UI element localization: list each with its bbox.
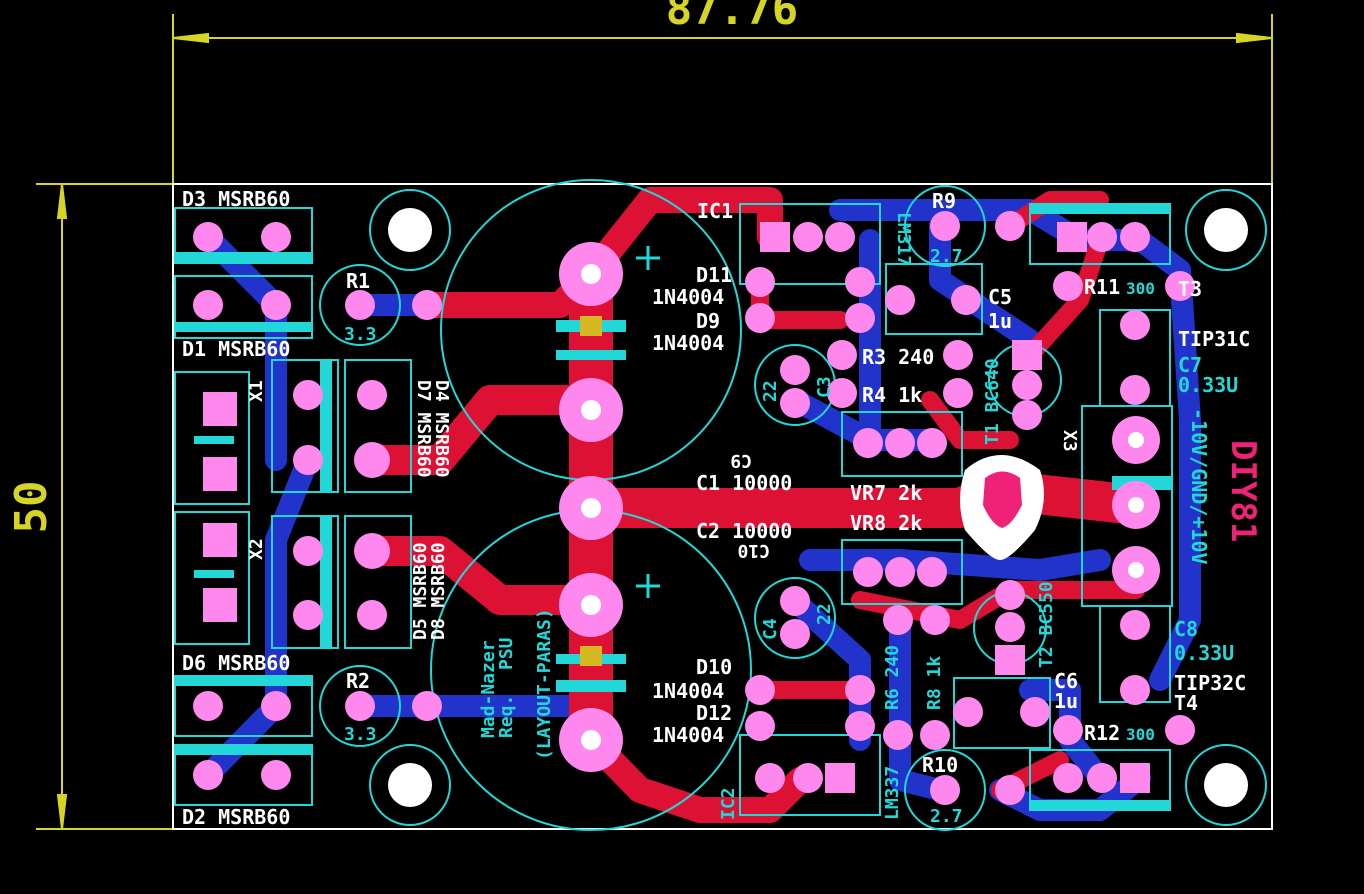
capacitor-pad-marks <box>580 316 602 666</box>
label-c10: C10 <box>737 540 770 561</box>
width-dimension-label: 87.76 <box>666 0 798 35</box>
label-r9: R9 <box>932 189 956 213</box>
label-c3-value: 22 <box>760 380 781 402</box>
label-t4: T4 <box>1174 691 1198 715</box>
label-r12: R12 <box>1084 721 1120 745</box>
label-t3: T3 <box>1178 277 1202 301</box>
label-d9-value: 1N4004 <box>652 331 724 355</box>
dimension-lines <box>36 14 1273 830</box>
pads <box>193 211 1195 805</box>
board-outline <box>172 183 1273 830</box>
label-r10: R10 <box>922 753 958 777</box>
label-r2: R2 <box>346 669 370 693</box>
label-c1: C1 10000 <box>696 471 792 495</box>
label-c6: C6 <box>1054 669 1078 693</box>
label-credit-author: Mad-Nazer <box>478 640 499 738</box>
label-d9: D9 <box>696 309 720 333</box>
label-r4: R4 1k <box>862 383 922 407</box>
label-d7: D7 MSRB60 <box>413 380 434 478</box>
label-credit-layout: (LAYOUT-PARAS) <box>534 608 555 760</box>
label-credit-psu: PSU <box>496 637 517 670</box>
label-t3-value: TIP31C <box>1178 327 1250 351</box>
label-ic2: IC2 <box>718 787 739 820</box>
label-d5: D5 MSRB60 <box>410 542 431 640</box>
label-ic1: IC1 <box>697 199 733 223</box>
label-c8: C8 <box>1174 617 1198 641</box>
label-c5-value: 1u <box>988 309 1012 333</box>
label-c7: C7 <box>1178 353 1202 377</box>
label-c6-value: 1u <box>1054 689 1078 713</box>
label-c7-value: 0.33U <box>1178 373 1238 397</box>
label-c4-value: 22 <box>814 603 835 625</box>
label-c2: C2 10000 <box>696 519 792 543</box>
label-r8: R8 1k <box>924 656 945 710</box>
label-credit-req: Req. <box>496 695 517 738</box>
label-c9: C9 <box>730 450 752 471</box>
label-d1: D1 MSRB60 <box>182 337 290 361</box>
component-outlines <box>174 179 1267 831</box>
label-brand-logo: DIY81 <box>1223 440 1263 542</box>
label-c8-value: 0.33U <box>1174 641 1234 665</box>
label-vr7: VR7 2k <box>850 481 922 505</box>
height-dimension-label: 50 <box>6 481 57 534</box>
label-lm317: LM317 <box>893 212 914 266</box>
label-r2-value: 3.3 <box>344 724 377 745</box>
label-r9-value: 2.7 <box>930 246 963 267</box>
label-d12: D12 <box>696 701 732 725</box>
lion-logo <box>960 455 1044 560</box>
label-t4-value: TIP32C <box>1174 671 1246 695</box>
label-x3: X3 <box>1059 430 1080 452</box>
pad-holes <box>581 264 1144 750</box>
label-r10-value: 2.7 <box>930 806 963 827</box>
label-d6: D6 MSRB60 <box>182 651 290 675</box>
label-d4: D4 MSRB60 <box>431 380 452 478</box>
label-vr8: VR8 2k <box>850 511 922 535</box>
capacitor-polarity-marks <box>636 246 660 598</box>
label-x2: X2 <box>246 538 267 560</box>
label-lm337: LM337 <box>882 766 903 820</box>
label-t1: T1 BC640 <box>982 358 1003 445</box>
label-r11: R11 <box>1084 275 1120 299</box>
label-r1: R1 <box>346 269 370 293</box>
label-d11: D11 <box>696 263 732 287</box>
label-d11-value: 1N4004 <box>652 285 724 309</box>
label-d2: D2 MSRB60 <box>182 805 290 829</box>
label-r12-value: 300 <box>1126 725 1155 744</box>
label-d8: D8 MSRB60 <box>428 542 449 640</box>
label-d10-value: 1N4004 <box>652 679 724 703</box>
label-d3: D3 MSRB60 <box>182 187 290 211</box>
label-outputs: -10V/GND/+10V <box>1187 408 1211 565</box>
label-d12-value: 1N4004 <box>652 723 724 747</box>
mounting-holes <box>388 208 1248 807</box>
label-c5: C5 <box>988 285 1012 309</box>
label-c3: C3 <box>814 376 835 398</box>
label-r11-value: 300 <box>1126 279 1155 298</box>
label-d10: D10 <box>696 655 732 679</box>
label-r6: R6 240 <box>882 645 903 710</box>
label-c4: C4 <box>760 618 781 640</box>
label-r1-value: 3.3 <box>344 324 377 345</box>
label-t2: T2 BC550 <box>1036 581 1057 668</box>
label-x1: X1 <box>246 380 267 402</box>
label-r3: R3 240 <box>862 345 934 369</box>
